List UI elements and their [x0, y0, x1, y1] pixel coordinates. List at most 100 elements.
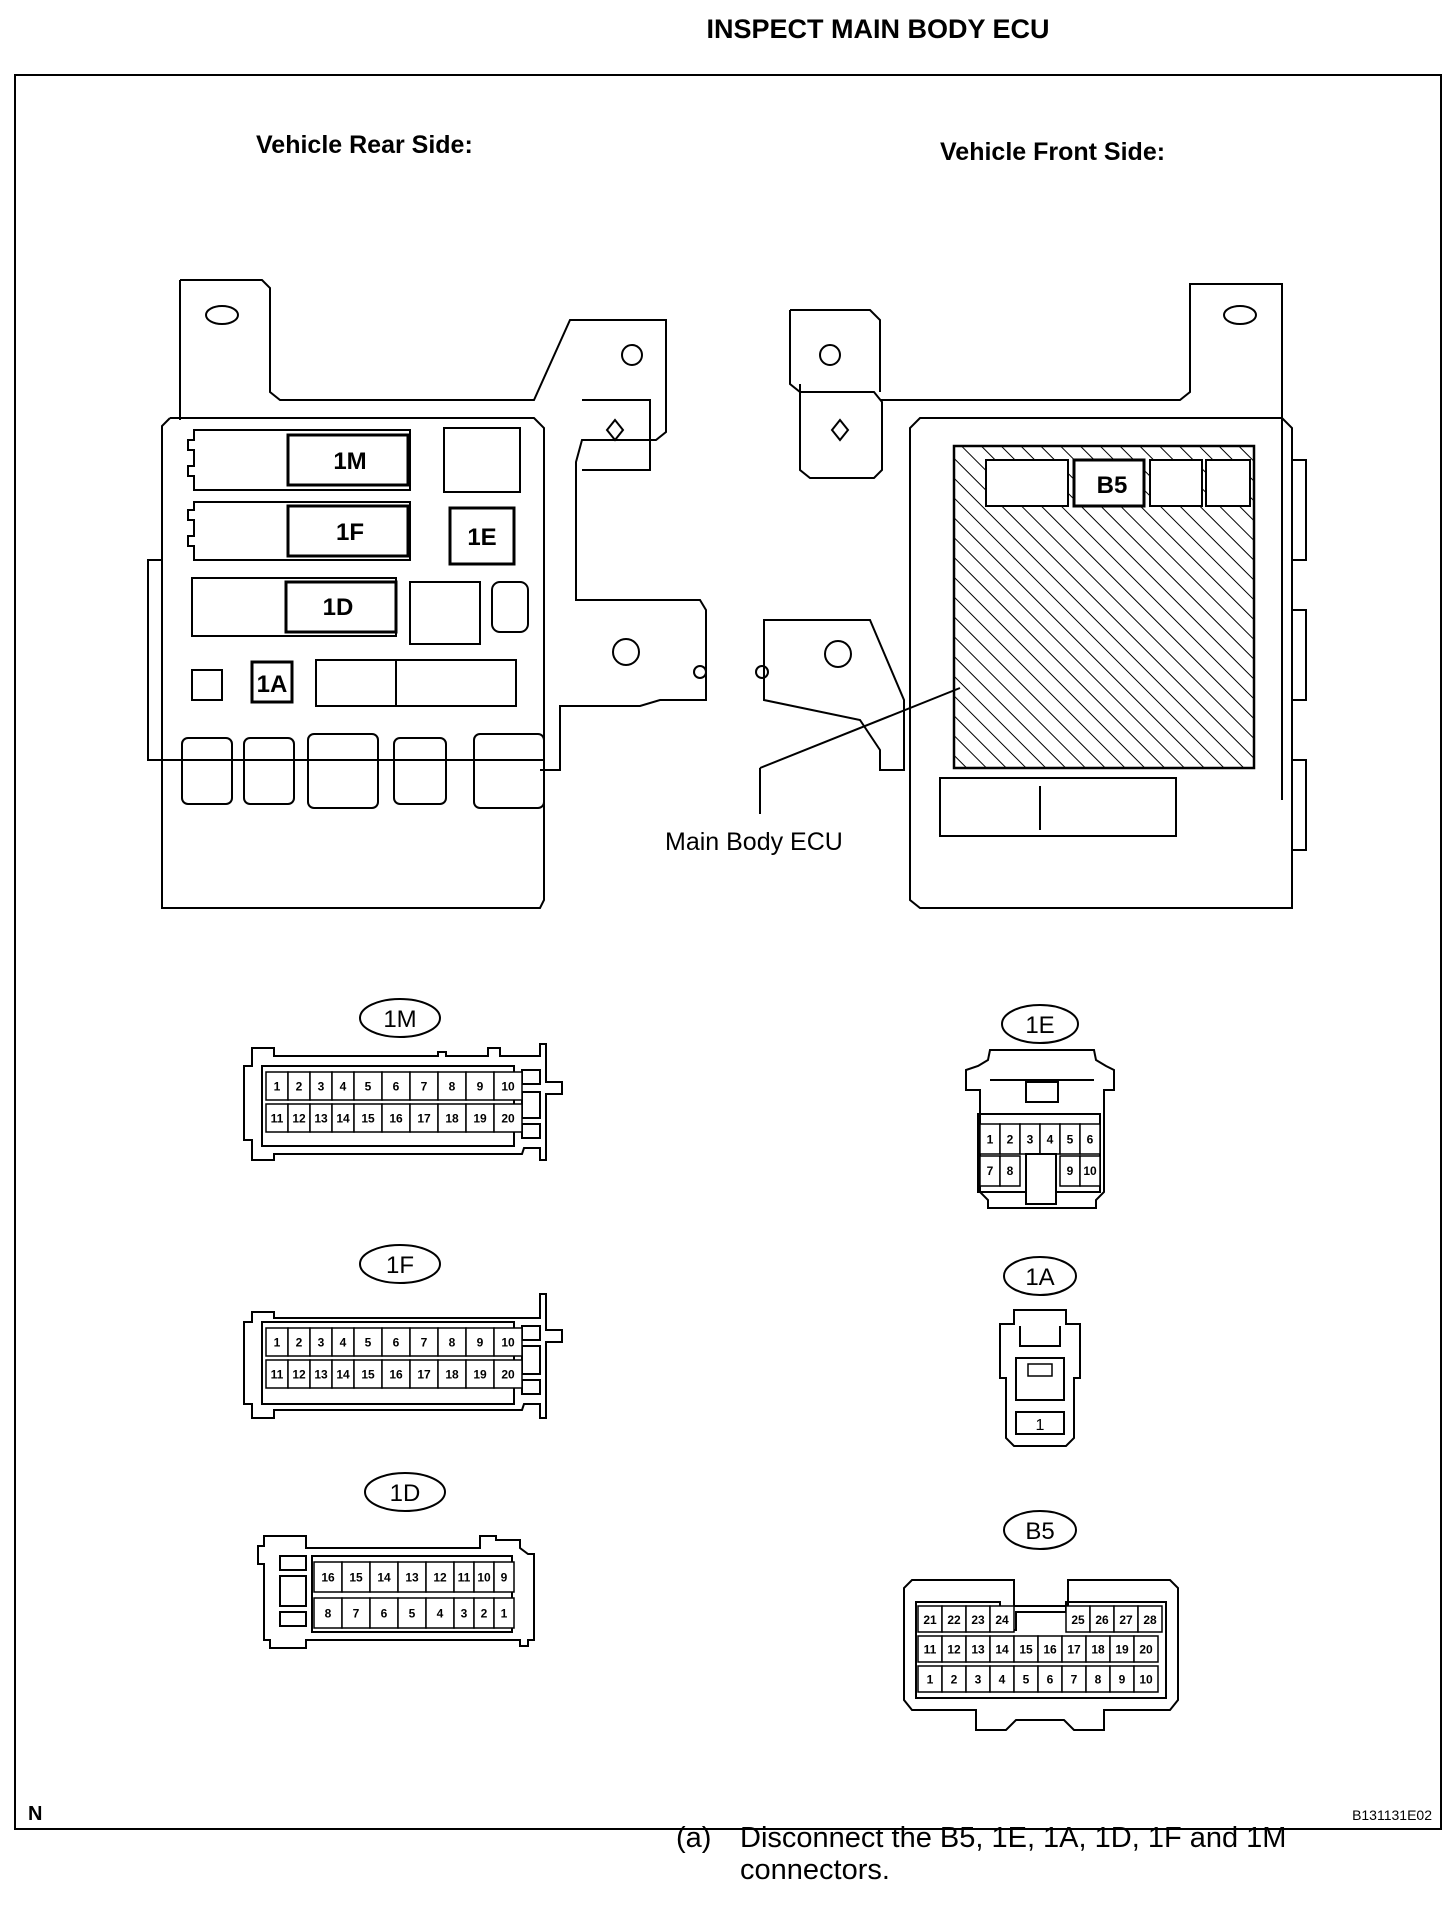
pin-number: 14: [995, 1642, 1009, 1656]
pin-number: 1: [927, 1672, 934, 1686]
pin-number: 6: [1047, 1672, 1054, 1686]
pin-number: 12: [433, 1570, 447, 1584]
pin-number: 12: [292, 1111, 306, 1125]
pin-cell: [313, 1597, 343, 1629]
pin-cell: [1079, 1155, 1101, 1187]
pin-number: 10: [501, 1335, 515, 1349]
pin-number: 14: [336, 1367, 350, 1381]
pin-number: 11: [271, 1111, 284, 1125]
pin-cell: [425, 1597, 455, 1629]
pin-number: 1: [274, 1079, 281, 1093]
pin-cell: [1079, 1123, 1101, 1155]
pin-number: 8: [325, 1606, 332, 1620]
pin-number: 24: [995, 1613, 1009, 1627]
pin-number: 11: [924, 1642, 937, 1656]
pin-number: 6: [1087, 1132, 1094, 1146]
pin-cell: [1037, 1665, 1063, 1693]
pin-cell: [941, 1665, 967, 1693]
pin-number: 12: [292, 1367, 306, 1381]
pin-number: 2: [296, 1079, 303, 1093]
instruction-marker: (a): [676, 1822, 712, 1854]
pin-number: 4: [340, 1079, 347, 1093]
pin-number: 17: [417, 1367, 431, 1381]
pin-number: 22: [947, 1613, 961, 1627]
pin-number: 7: [987, 1164, 994, 1178]
pin-cell: [409, 1359, 439, 1389]
pin-number: 18: [1091, 1642, 1105, 1656]
pin-number: 17: [1067, 1642, 1081, 1656]
block-label-1f: 1F: [336, 519, 364, 546]
front-junction-block: [755, 283, 1307, 909]
pin-number: 1: [987, 1132, 994, 1146]
pin-number: 18: [445, 1367, 459, 1381]
pin-number: 14: [377, 1570, 391, 1584]
pin-number: 13: [314, 1367, 328, 1381]
pin-cell: [1085, 1665, 1111, 1693]
pin-number: 20: [501, 1111, 515, 1125]
pin-number: 16: [389, 1367, 403, 1381]
pin-number: 10: [1139, 1672, 1153, 1686]
pin-cell: [341, 1561, 371, 1593]
pin-cell: [1137, 1605, 1163, 1633]
pin-cell: [1133, 1665, 1159, 1693]
pin-number: 13: [314, 1111, 328, 1125]
rear-junction-block: [147, 279, 707, 909]
pin-number: 5: [1067, 1132, 1074, 1146]
pin-number: 11: [458, 1570, 471, 1584]
pin-number: 28: [1143, 1613, 1157, 1627]
corner-marker: N: [28, 1803, 42, 1825]
pin-cell: [465, 1103, 495, 1133]
pin-number: 3: [1027, 1132, 1034, 1146]
pin-number: 2: [951, 1672, 958, 1686]
pin-number: 2: [1007, 1132, 1014, 1146]
block-label-1e: 1E: [467, 524, 496, 551]
block-label-1d: 1D: [323, 594, 354, 621]
pin-number: 9: [501, 1570, 508, 1584]
pin-cell: [437, 1071, 467, 1101]
pin-number: 4: [1047, 1132, 1054, 1146]
pin-number: 15: [1019, 1642, 1033, 1656]
pin-cell: [437, 1103, 467, 1133]
ecu-connector-row: [985, 458, 1251, 508]
connector-b5-label: B5: [1025, 1518, 1054, 1545]
pin-number: 15: [361, 1367, 375, 1381]
pin-number: 2: [296, 1335, 303, 1349]
pin-number: 17: [417, 1111, 431, 1125]
pin-cell: [1037, 1635, 1063, 1663]
pin-number: 25: [1071, 1613, 1085, 1627]
instruction-text: Disconnect the B5, 1E, 1A, 1D, 1F and 1M…: [740, 1822, 1287, 1886]
pin-number: 16: [389, 1111, 403, 1125]
ecu-leader-line: [759, 687, 961, 769]
pin-number: 3: [975, 1672, 982, 1686]
pin-cell: [397, 1561, 427, 1593]
pin-number: 12: [947, 1642, 961, 1656]
pin-number: 3: [318, 1335, 325, 1349]
connector-1e-label: 1E: [1025, 1012, 1054, 1039]
pin-number: 4: [340, 1335, 347, 1349]
pin-number: 3: [318, 1079, 325, 1093]
pin-number: 8: [449, 1079, 456, 1093]
pin-number: 26: [1095, 1613, 1109, 1627]
pin-number: 2: [481, 1606, 488, 1620]
front-side-label: Vehicle Front Side:: [940, 138, 1165, 166]
pin-number: 11: [271, 1367, 284, 1381]
pin-cell: [465, 1071, 495, 1101]
pin-cell: [493, 1359, 523, 1389]
pin-number: 8: [1095, 1672, 1102, 1686]
pin-cell: [1133, 1635, 1159, 1663]
pin-number: 10: [477, 1570, 491, 1584]
pin-cell: [341, 1597, 371, 1629]
pin-cell: [397, 1597, 427, 1629]
connector-1a: 1A 1: [999, 1256, 1081, 1447]
pin-number: 27: [1119, 1613, 1133, 1627]
pin-number: 1: [501, 1606, 508, 1620]
pin-number: 6: [393, 1079, 400, 1093]
